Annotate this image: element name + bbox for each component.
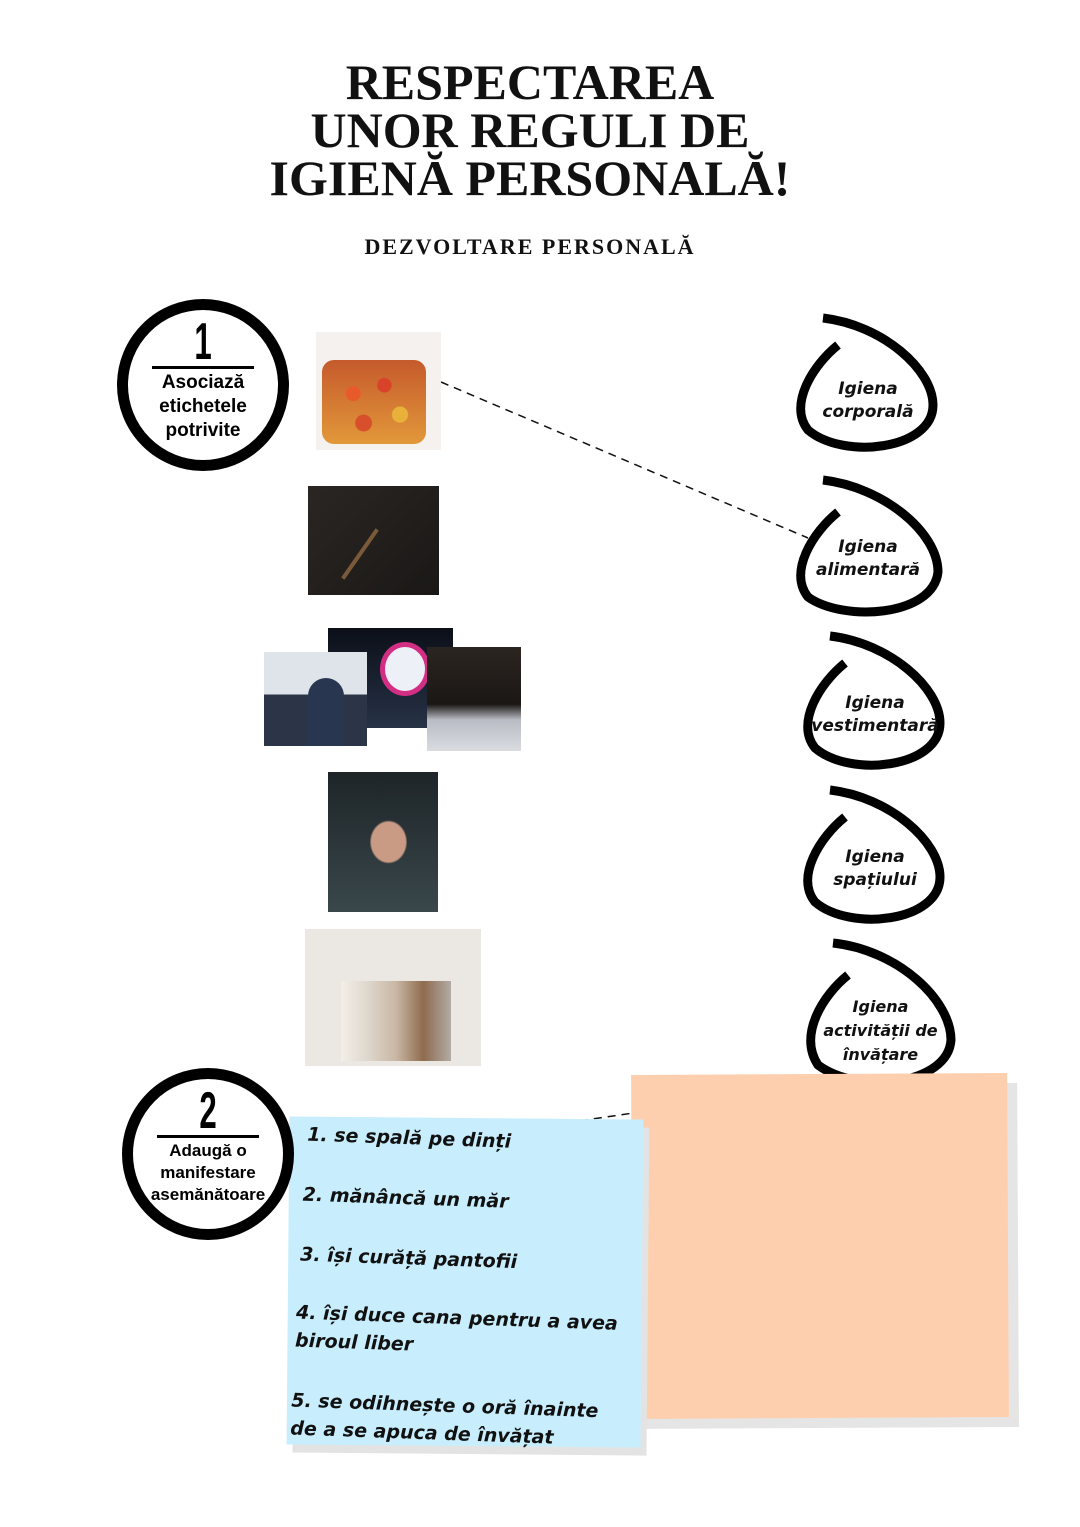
instruction-line: asemănătoare [150, 1185, 266, 1204]
step-instruction: Adaugă o manifestare asemănătoare [127, 1140, 289, 1206]
step-instruction: Asociază etichetele potrivite [128, 371, 278, 443]
classroom-image[interactable] [264, 652, 367, 746]
instruction-line: potrivite [165, 420, 241, 441]
apples-in-sink-image[interactable] [316, 332, 441, 450]
page-title: RESPECTAREA UNOR REGULI DE IGIENĂ PERSON… [0, 54, 1060, 206]
instruction-line: manifestare [160, 1163, 256, 1182]
title-line: RESPECTAREA [345, 54, 715, 110]
instruction-line: etichetele [159, 396, 247, 417]
list-item: 4. își duce cana pentru a avea biroul li… [294, 1301, 619, 1356]
subtitle: DEZVOLTARE PERSONALĂ [364, 234, 696, 259]
list-item: 1. se spală pe dinți [306, 1123, 512, 1153]
step2-badge: 2 Adaugă o manifestare asemănătoare [122, 1068, 294, 1240]
instruction-line: Adaugă o [169, 1141, 247, 1160]
answer-sticky-note[interactable] [631, 1073, 1009, 1419]
title-line: UNOR REGULI DE [310, 102, 750, 158]
step-number: 1 [194, 313, 212, 371]
title-line: IGIENĂ PERSONALĂ! [269, 150, 791, 206]
list-item: 3. își curăță pantofii [299, 1243, 518, 1274]
bed-image[interactable] [427, 647, 521, 751]
divider [152, 366, 254, 369]
broom-image[interactable] [308, 486, 439, 595]
examples-sticky-note: 1. se spală pe dinți 2. mănâncă un măr 3… [286, 1116, 644, 1449]
dashed-connector [440, 381, 809, 539]
washing-hands-image[interactable] [328, 772, 438, 912]
clothes-rack-image[interactable] [305, 929, 481, 1066]
list-item: 2. mănâncă un măr [302, 1183, 509, 1213]
step1-badge: 1 Asociază etichetele potrivite [117, 299, 289, 471]
step-number: 2 [199, 1082, 217, 1140]
instruction-line: Asociază [161, 372, 245, 393]
divider [157, 1135, 259, 1138]
list-item: 5. se odihnește o oră înainte de a se ap… [289, 1389, 599, 1449]
